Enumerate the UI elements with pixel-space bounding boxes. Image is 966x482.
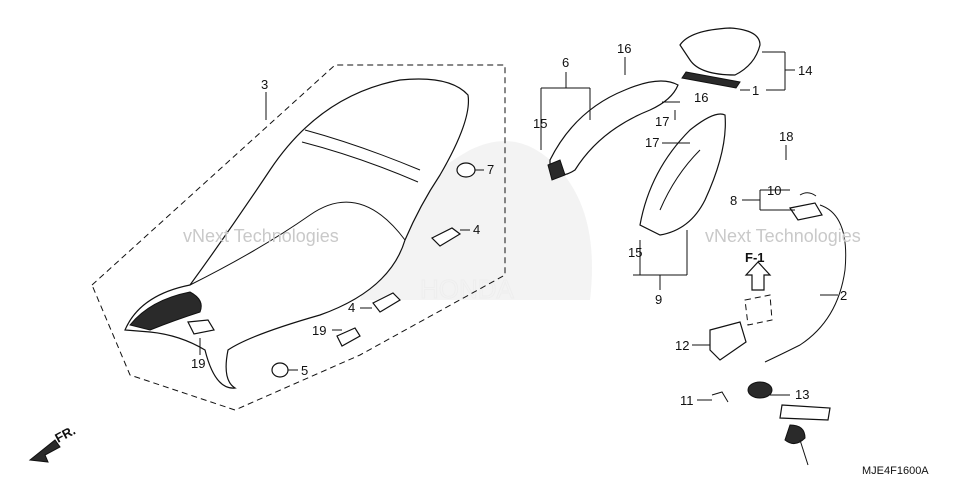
callout-8: 8 <box>730 193 737 208</box>
cushion-7 <box>456 162 476 178</box>
key-cylinder <box>747 381 831 466</box>
honda-wing-watermark: HONDA <box>360 141 592 305</box>
cushion-19-right <box>336 327 361 347</box>
watermark-right: vNext Technologies <box>705 226 861 246</box>
callout-14: 14 <box>798 63 812 78</box>
cushion-19-left <box>187 319 215 335</box>
callout-15-upper: 15 <box>533 116 547 131</box>
callout-17-lower: 17 <box>645 135 659 150</box>
watermark-left: vNext Technologies <box>183 226 339 246</box>
watermark-brand: HONDA <box>420 274 515 304</box>
callout-4-lower: 4 <box>348 300 355 315</box>
callout-3: 3 <box>261 77 268 92</box>
rear-side-cover <box>639 113 726 236</box>
cushion-5 <box>271 362 289 378</box>
callout-18: 18 <box>779 129 793 144</box>
callout-1: 1 <box>752 83 759 98</box>
callout-9: 9 <box>655 292 662 307</box>
grab-rail <box>547 80 679 181</box>
view-label: F-1 <box>745 250 765 265</box>
callout-19-left: 19 <box>191 356 205 371</box>
callout-16-upper: 16 <box>617 41 631 56</box>
callout-4-upper: 4 <box>473 222 480 237</box>
callout-19-right: 19 <box>312 323 326 338</box>
callout-11: 11 <box>680 393 694 408</box>
seat-lock-cable <box>764 204 847 363</box>
lock-bracket <box>709 321 747 361</box>
callout-17-upper: 17 <box>655 114 669 129</box>
callout-6: 6 <box>562 55 569 70</box>
seat-cowl <box>679 27 761 89</box>
callout-13: 13 <box>795 387 809 402</box>
callout-16-lower: 16 <box>694 90 708 105</box>
callout-5: 5 <box>301 363 308 378</box>
view-arrow <box>744 261 773 326</box>
callout-10: 10 <box>767 183 781 198</box>
diagram-code: MJE4F1600A <box>862 465 929 477</box>
leader-lines <box>199 51 838 401</box>
seat-lock-hook <box>789 192 823 221</box>
front-arrow: FR. <box>28 423 78 463</box>
callout-7: 7 <box>487 162 494 177</box>
callouts: 3 7 4 4 19 19 5 6 15 16 16 17 17 1 14 18… <box>191 41 847 408</box>
callout-12: 12 <box>675 338 689 353</box>
cushion-4-upper <box>430 227 462 247</box>
main-seat <box>124 78 470 389</box>
cushion-4-lower <box>372 292 401 313</box>
callout-15-lower: 15 <box>628 245 642 260</box>
seat-assembly-outline <box>91 64 506 411</box>
callout-2: 2 <box>840 288 847 303</box>
clip <box>711 391 729 403</box>
